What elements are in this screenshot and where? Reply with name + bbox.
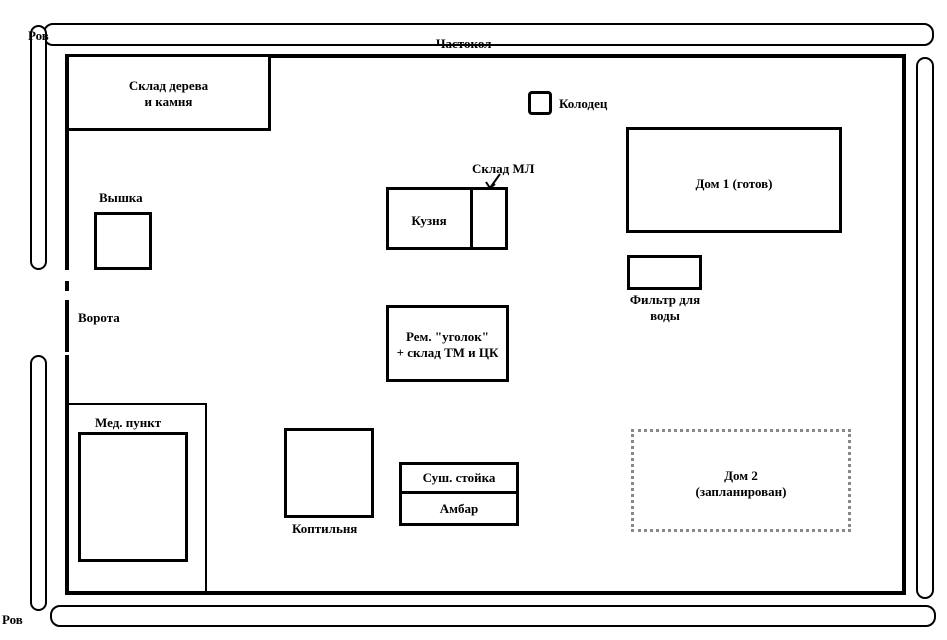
- forge-label: Кузня: [411, 213, 447, 228]
- water-filter-label: Фильтр для воды: [629, 292, 701, 323]
- repair-corner-label: Рем. "уголок" + склад ТМ и ЦК: [396, 329, 499, 360]
- ml-storage-arrow-icon: [485, 173, 501, 190]
- moat-label-bottom: Ров: [2, 612, 23, 627]
- forge-divider: [470, 189, 473, 248]
- house-2-label: Дом 2 (запланирован): [695, 468, 787, 499]
- barn-label: Амбар: [439, 501, 479, 516]
- well: [528, 91, 552, 115]
- palisade-label: Частокол: [436, 36, 492, 51]
- house-1: [626, 127, 842, 233]
- palisade-left-wall-upper: [65, 54, 69, 270]
- palisade-wall: [65, 54, 906, 595]
- forge: [386, 187, 508, 250]
- med-post: [78, 432, 188, 562]
- palisade-left-wall-bottom: [65, 355, 69, 595]
- moat-label-top: Ров: [28, 28, 49, 43]
- repair-corner: [386, 305, 509, 382]
- palisade-left-wall-dash: [65, 281, 69, 291]
- tower: [94, 212, 152, 270]
- tower-label: Вышка: [99, 190, 143, 205]
- smokehouse-label: Коптильня: [292, 521, 358, 536]
- moat-left-upper: [30, 25, 47, 270]
- water-filter: [627, 255, 702, 290]
- med-post-area: [68, 403, 207, 592]
- gate-label: Ворота: [78, 310, 120, 325]
- barn: [399, 491, 519, 526]
- palisade-left-wall-lower: [65, 300, 69, 352]
- moat-bottom: [50, 605, 936, 627]
- well-label: Колодец: [559, 96, 608, 111]
- wood-stone-storage: [66, 54, 271, 131]
- moat-right: [916, 57, 934, 599]
- smokehouse: [284, 428, 374, 518]
- drying-rack-label: Суш. стойка: [422, 470, 496, 485]
- moat-left-lower: [30, 355, 47, 611]
- ml-storage-label: Склад МЛ: [472, 161, 535, 176]
- house-1-label: Дом 1 (готов): [695, 176, 773, 191]
- med-post-label: Мед. пункт: [95, 415, 162, 430]
- house-2-planned: [631, 429, 851, 532]
- wood-stone-storage-label: Склад дерева и камня: [128, 78, 209, 109]
